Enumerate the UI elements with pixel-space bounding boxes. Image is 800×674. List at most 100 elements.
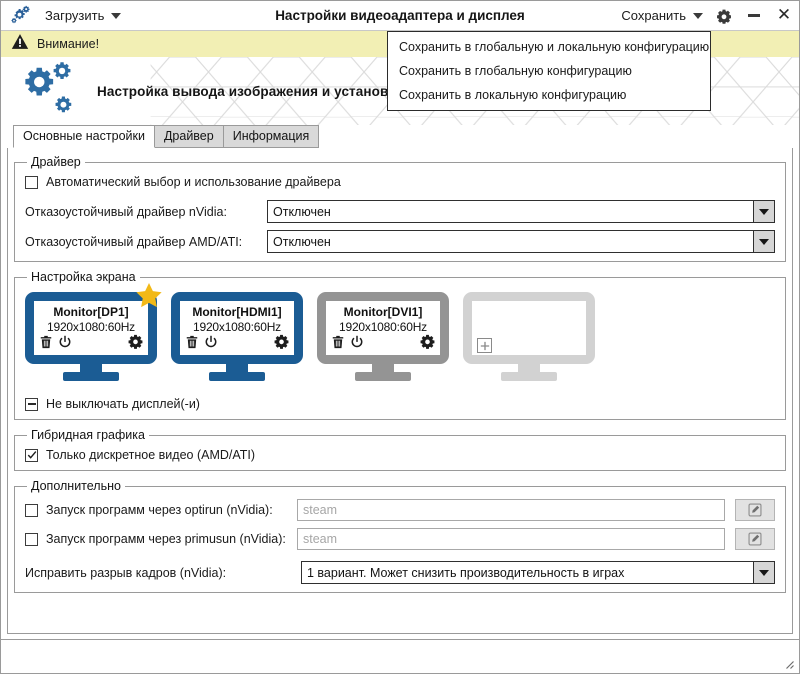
optirun-row: Запуск программ через optirun (nVidia): … — [25, 499, 775, 521]
primary-star-icon — [134, 281, 164, 311]
menu-item-save-local[interactable]: Сохранить в локальную конфигурацию — [399, 88, 627, 102]
checkbox-box — [25, 448, 38, 462]
edit-pencil-icon — [748, 532, 762, 546]
monitor-card-add-slot[interactable] — [463, 292, 595, 381]
checkbox-box — [25, 397, 38, 411]
load-menu-button[interactable]: Загрузить — [41, 6, 125, 25]
plus-icon[interactable] — [477, 338, 492, 353]
tearfix-label: Исправить разрыв кадров (nVidia): — [25, 565, 227, 580]
monitor-resolution: 1920x1080:60Hz — [193, 320, 281, 334]
monitor-screen: Monitor[DVI1] 1920x1080:60Hz — [317, 292, 449, 364]
monitor-list: Monitor[DP1] 1920x1080:60Hz — [25, 283, 775, 381]
chevron-down-icon[interactable] — [753, 231, 774, 252]
monitor-card-dp1[interactable]: Monitor[DP1] 1920x1080:60Hz — [25, 283, 162, 381]
monitor-stand-base — [63, 372, 119, 381]
gear-icon[interactable] — [274, 334, 289, 354]
chevron-down-icon — [693, 12, 703, 19]
check-icon — [27, 451, 36, 459]
power-icon[interactable] — [204, 335, 218, 354]
status-bar — [1, 639, 799, 673]
monitor-stand-neck — [226, 364, 248, 372]
save-menu-button[interactable]: Сохранить — [621, 8, 703, 23]
tab-information[interactable]: Информация — [222, 125, 320, 148]
monitor-stand-neck — [518, 364, 540, 372]
optirun-input[interactable]: steam — [297, 499, 725, 521]
optirun-edit-button[interactable] — [735, 499, 775, 521]
tearfix-row: Исправить разрыв кадров (nVidia): 1 вари… — [25, 561, 775, 584]
primusrun-checkbox[interactable]: Запуск программ через primusun (nVidia): — [25, 532, 287, 546]
monitor-stand-base — [209, 372, 265, 381]
amd-fallback-label: Отказоустойчивый драйвер AMD/ATI: — [25, 234, 243, 249]
optirun-checkbox[interactable]: Запуск программ через optirun (nVidia): — [25, 503, 287, 517]
tearfix-select[interactable]: 1 вариант. Может снизить производительно… — [301, 561, 775, 584]
warning-text: Внимание! — [37, 37, 100, 51]
monitor-name: Monitor[HDMI1] — [192, 305, 282, 319]
monitor-card-hdmi1[interactable]: Monitor[HDMI1] 1920x1080:60Hz — [171, 292, 303, 381]
banner-gears-logo-icon — [1, 61, 97, 121]
nvidia-fallback-row: Отказоустойчивый драйвер nVidia: Отключе… — [25, 200, 775, 223]
monitor-stand-base — [501, 372, 557, 381]
primusrun-row: Запуск программ через primusun (nVidia):… — [25, 528, 775, 550]
auto-driver-checkbox[interactable]: Автоматический выбор и использование дра… — [25, 175, 775, 189]
optirun-label: Запуск программ через optirun (nVidia): — [46, 503, 273, 517]
monitor-actions — [331, 334, 435, 354]
monitor-screen: Monitor[HDMI1] 1920x1080:60Hz — [171, 292, 303, 364]
keep-displays-on-checkbox[interactable]: Не выключать дисплей(-и) — [25, 397, 775, 411]
tab-main-settings[interactable]: Основные настройки — [13, 125, 155, 148]
save-dropdown-menu[interactable]: Сохранить в глобальную и локальную конфи… — [387, 31, 711, 111]
checkbox-box — [25, 175, 38, 189]
monitor-actions — [185, 334, 289, 354]
chevron-down-icon — [111, 12, 122, 19]
close-icon[interactable]: ✕ — [776, 5, 792, 25]
monitor-stand-neck — [80, 364, 102, 372]
tab-strip: Основные настройки Драйвер Информация — [1, 125, 799, 148]
monitor-stand-base — [355, 372, 411, 381]
monitor-resolution: 1920x1080:60Hz — [47, 320, 135, 334]
trash-icon[interactable] — [331, 335, 345, 354]
warning-triangle-icon — [11, 33, 29, 55]
power-icon[interactable] — [350, 335, 364, 354]
resize-grip-icon[interactable] — [781, 656, 795, 670]
title-bar-actions: Сохранить ✕ — [621, 7, 793, 25]
primusrun-input[interactable]: steam — [297, 528, 725, 550]
power-icon[interactable] — [58, 335, 72, 354]
monitor-screen — [463, 292, 595, 364]
tab-panel-main-settings: Драйвер Автоматический выбор и использов… — [7, 147, 793, 634]
primusrun-label: Запуск программ через primusun (nVidia): — [46, 532, 286, 546]
gear-icon[interactable] — [128, 334, 143, 354]
monitor-card-dvi1[interactable]: Monitor[DVI1] 1920x1080:60Hz — [317, 292, 449, 381]
nvidia-fallback-select[interactable]: Отключен — [267, 200, 775, 223]
menu-item-save-global[interactable]: Сохранить в глобальную конфигурацию — [399, 64, 632, 78]
monitor-screen: Monitor[DP1] 1920x1080:60Hz — [25, 292, 157, 364]
screen-group-legend: Настройка экрана — [31, 270, 136, 284]
hybrid-graphics-group: Гибридная графика Только дискретное виде… — [14, 428, 786, 471]
monitor-name: Monitor[DP1] — [53, 305, 129, 319]
trash-icon[interactable] — [185, 335, 199, 354]
discrete-only-label: Только дискретное видео (AMD/ATI) — [46, 448, 256, 462]
checkbox-box — [25, 532, 38, 546]
gear-icon[interactable] — [420, 334, 435, 354]
monitor-stand-neck — [372, 364, 394, 372]
discrete-only-checkbox[interactable]: Только дискретное видео (AMD/ATI) — [25, 448, 775, 462]
chevron-down-icon[interactable] — [753, 201, 774, 222]
keep-displays-on-label: Не выключать дисплей(-и) — [46, 397, 200, 411]
trash-icon[interactable] — [39, 335, 53, 354]
driver-group-legend: Драйвер — [31, 155, 81, 169]
driver-group: Драйвер Автоматический выбор и использов… — [14, 155, 786, 262]
monitor-resolution: 1920x1080:60Hz — [339, 320, 427, 334]
chevron-down-icon[interactable] — [753, 562, 774, 583]
minimize-icon[interactable] — [745, 7, 763, 25]
tab-driver[interactable]: Драйвер — [153, 125, 224, 148]
additional-group: Дополнительно Запуск программ через opti… — [14, 479, 786, 593]
nvidia-fallback-label: Отказоустойчивый драйвер nVidia: — [25, 204, 227, 219]
save-menu-label: Сохранить — [621, 8, 686, 23]
hybrid-graphics-legend: Гибридная графика — [31, 428, 145, 442]
settings-gear-icon[interactable] — [715, 7, 733, 25]
edit-pencil-icon — [748, 503, 762, 517]
amd-fallback-select[interactable]: Отключен — [267, 230, 775, 253]
menu-item-save-global-local[interactable]: Сохранить в глобальную и локальную конфи… — [399, 40, 710, 54]
screen-group: Настройка экрана Monitor[DP1] 1920x1080:… — [14, 270, 786, 420]
monitor-actions — [39, 334, 143, 354]
primusrun-edit-button[interactable] — [735, 528, 775, 550]
